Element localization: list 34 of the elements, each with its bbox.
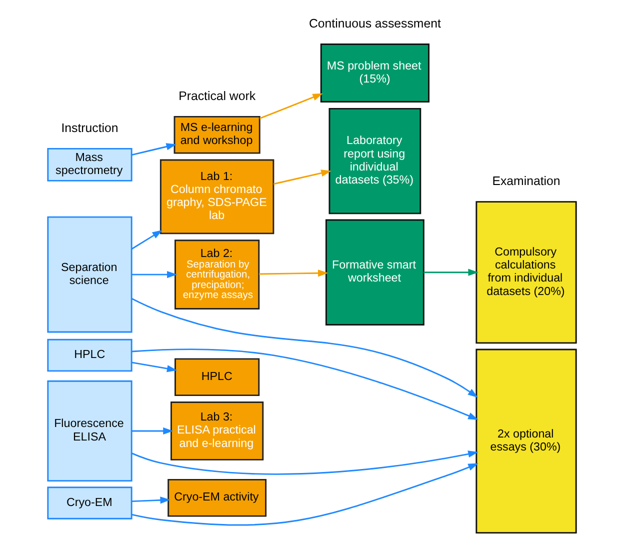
arrow (259, 93, 323, 120)
arrow (131, 450, 478, 475)
node-box: Lab 2: Separation by centrifugation, precipation; enzyme assays (174, 240, 260, 310)
label: Continuous assessment (308, 16, 441, 30)
arrow (132, 427, 174, 435)
arrow (132, 143, 177, 156)
node-box: Lab 1: Column chromato graphy, SDS-PAGE lab (160, 159, 274, 234)
arrow (259, 270, 328, 277)
node-box: Mass spectrometry (47, 148, 132, 182)
label: Instruction (61, 121, 118, 136)
node-box: MS e-learning and workshop (174, 116, 260, 154)
label: Practical work (178, 89, 256, 104)
arrow (132, 496, 170, 504)
arrow (132, 463, 478, 526)
arrow (132, 270, 178, 278)
node-box: Cryo-EM (47, 486, 132, 520)
arrow (132, 362, 178, 372)
node-box: Compulsory calculations from individual datasets (20%) (476, 201, 577, 344)
node-box: Fluorescence ELISA (47, 380, 132, 482)
node-box: MS problem sheet (15%) (320, 44, 430, 102)
arrow (273, 170, 332, 185)
arrow (132, 348, 478, 420)
arrow (131, 230, 162, 250)
node-box: Separation science (47, 216, 132, 333)
arrow (131, 298, 478, 398)
node-box: Formative smart worksheet (325, 219, 424, 326)
label: Examination (492, 174, 560, 188)
node-box: Lab 3: ELISA practical and e-learning (170, 402, 264, 460)
node-box: Cryo-EM activity (168, 478, 267, 517)
node-box: Laboratory report using individual datasets (35%) (328, 108, 422, 214)
node-box: HPLC (174, 358, 260, 396)
arrow (424, 268, 478, 276)
node-box: 2x optional essays (30%) (476, 348, 577, 534)
node-box: HPLC (47, 338, 132, 372)
